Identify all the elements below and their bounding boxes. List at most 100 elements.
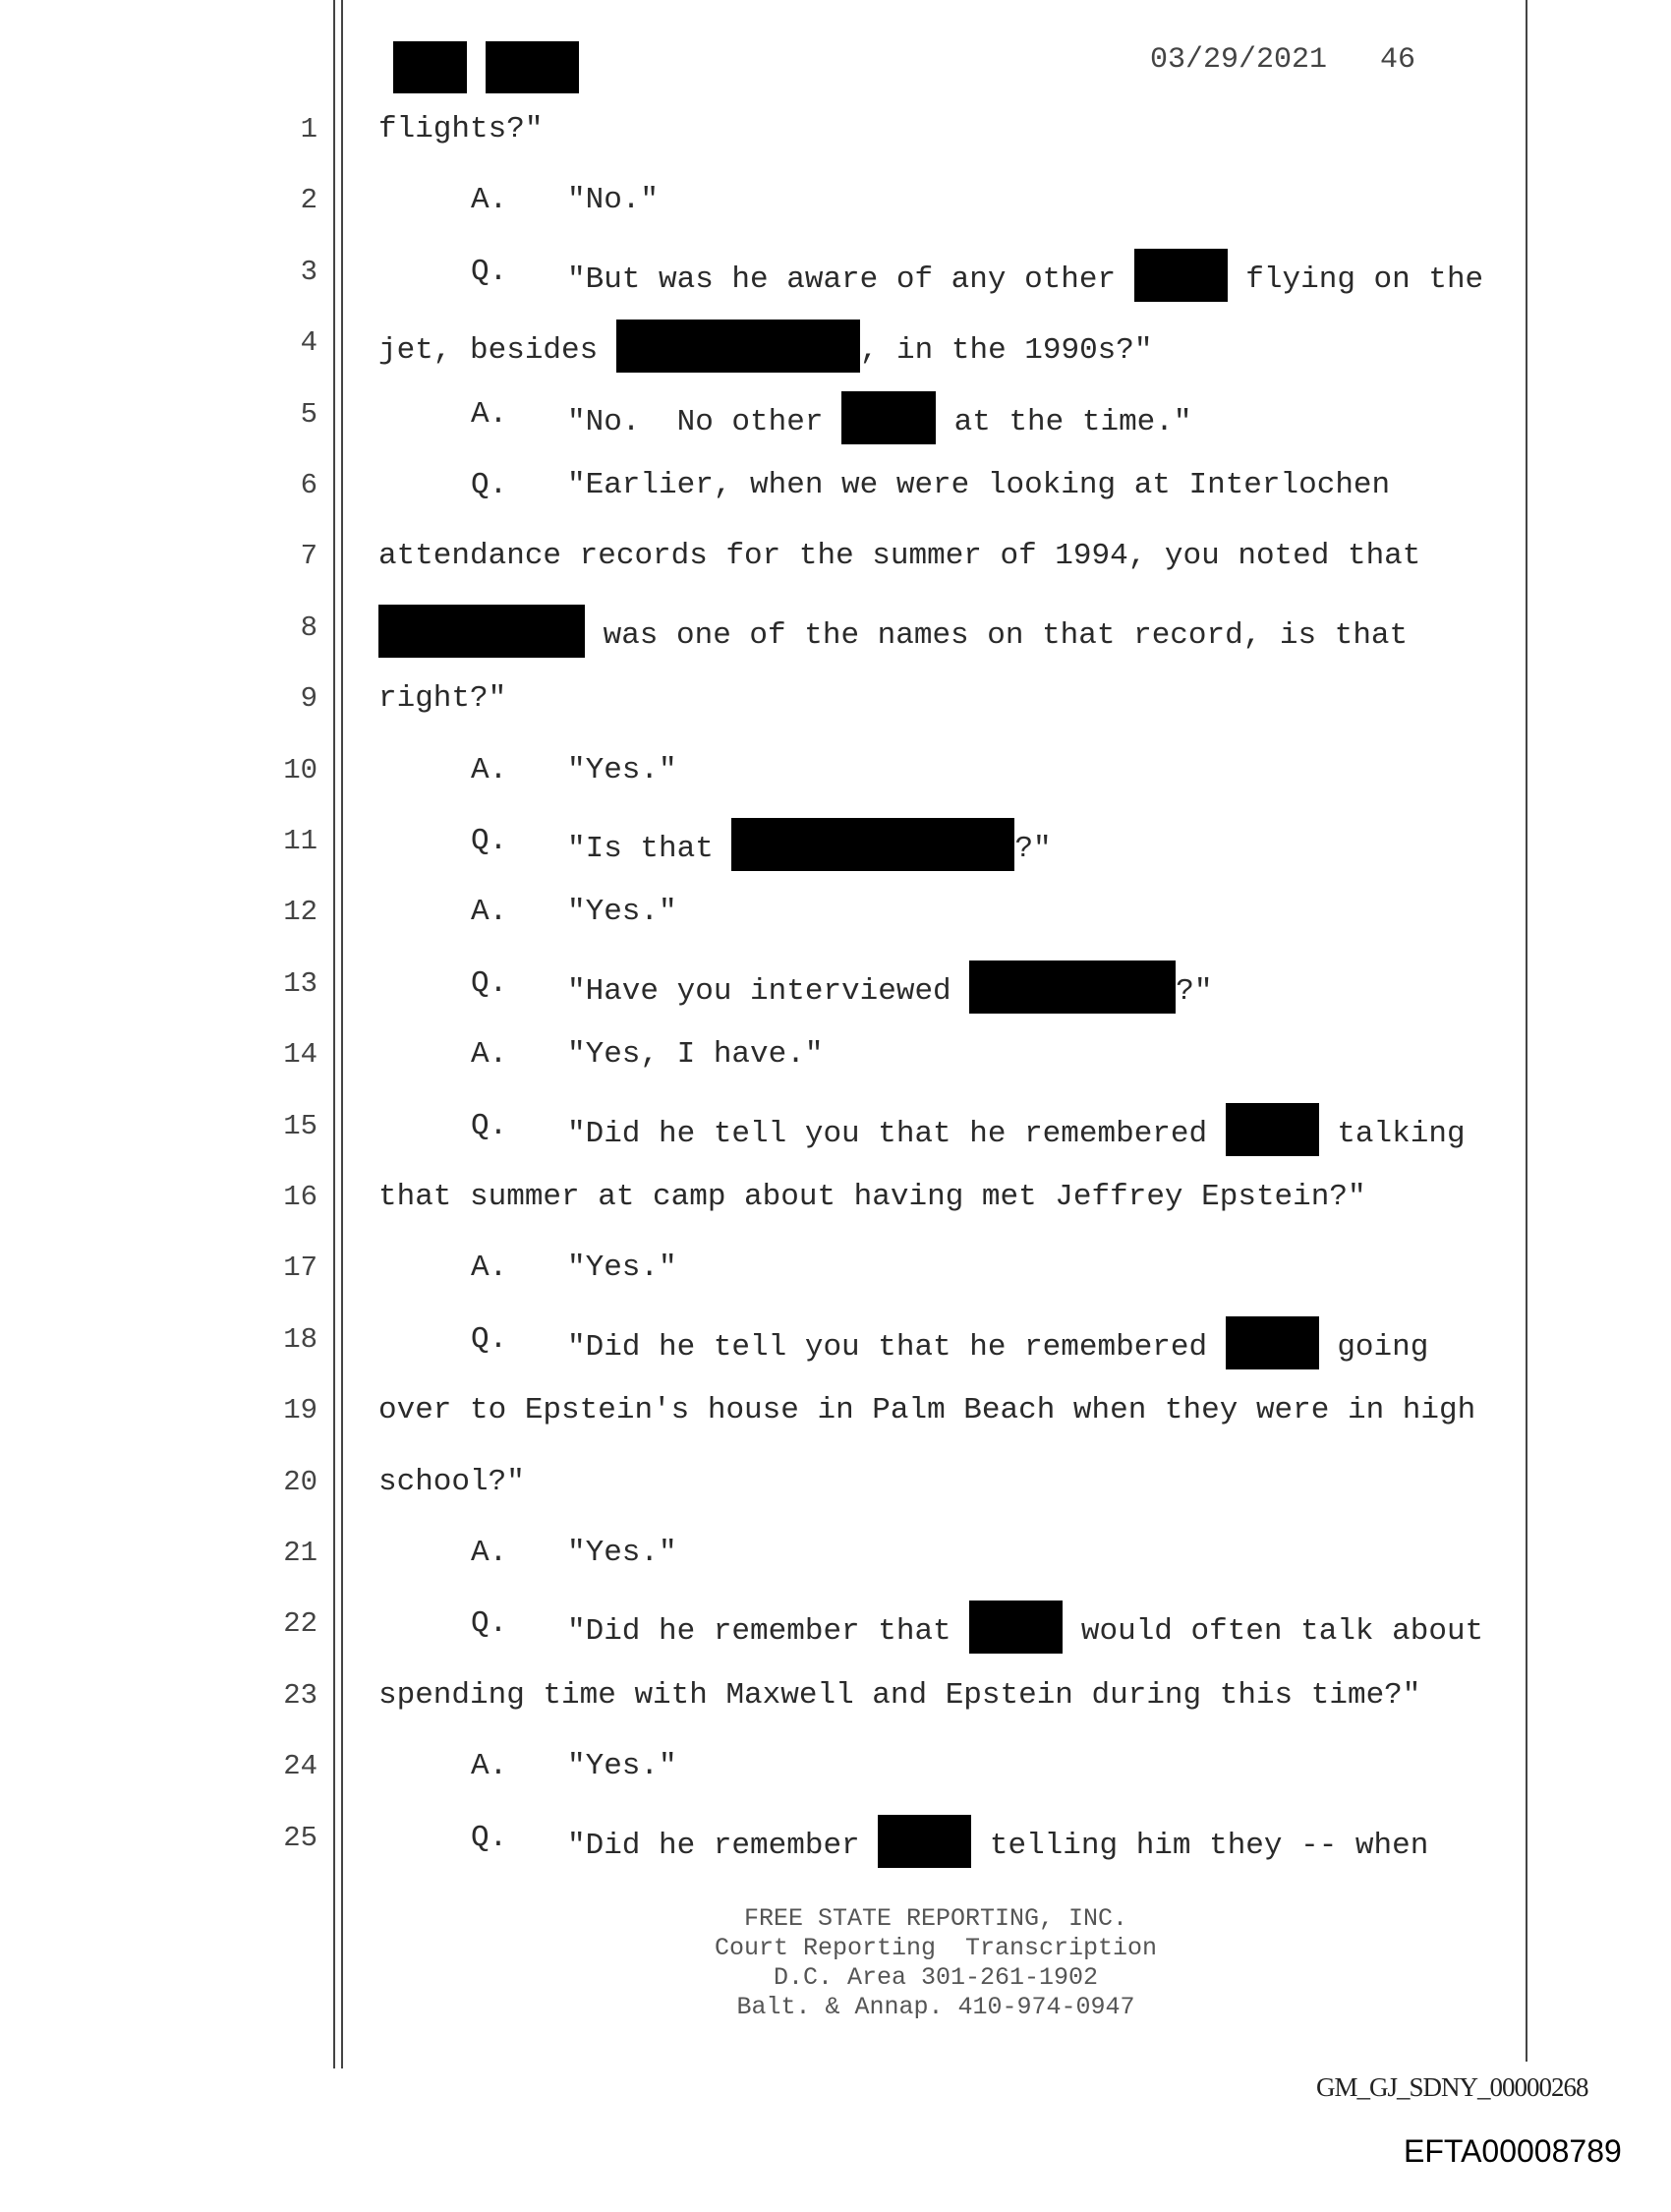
line-number: 25 bbox=[283, 1821, 317, 1854]
line-text: "Yes." bbox=[567, 1251, 677, 1286]
answer-label: A. bbox=[471, 183, 508, 218]
header-redaction-1 bbox=[393, 41, 467, 93]
transcript-line: over to Epstein's house in Palm Beach wh… bbox=[378, 1391, 1475, 1430]
line-text: talking bbox=[1318, 1116, 1466, 1151]
line-number: 6 bbox=[300, 469, 317, 501]
line-text: spending time with Maxwell and Epstein d… bbox=[378, 1677, 1421, 1713]
line-number: 13 bbox=[283, 966, 317, 1000]
line-text: that summer at camp about having met Jef… bbox=[378, 1180, 1366, 1214]
redaction-box bbox=[1133, 248, 1228, 302]
line-text: "Yes." bbox=[567, 1749, 677, 1784]
question-label: Q. bbox=[471, 254, 508, 289]
line-text: "Yes." bbox=[567, 752, 677, 787]
transcript-line: that summer at camp about having met Jef… bbox=[378, 1178, 1366, 1217]
redaction-box bbox=[969, 1601, 1064, 1655]
line-text: ?" bbox=[1014, 832, 1052, 867]
transcript-line: "No. No other at the time." bbox=[567, 390, 1192, 448]
line-number: 10 bbox=[283, 753, 317, 786]
line-text: "Did he tell you that he remembered bbox=[567, 1116, 1226, 1151]
transcript-line: jet, besides , in the 1990s?" bbox=[378, 320, 1153, 377]
line-text: would often talk about bbox=[1063, 1614, 1484, 1650]
question-label: Q. bbox=[471, 1108, 508, 1143]
transcript-line: "Yes." bbox=[567, 751, 677, 790]
line-text: attendance records for the summer of 199… bbox=[378, 539, 1421, 574]
line-text: over to Epstein's house in Palm Beach wh… bbox=[378, 1393, 1476, 1428]
answer-label: A. bbox=[471, 1536, 508, 1570]
line-text: ?" bbox=[1176, 973, 1213, 1009]
line-text: "Earlier, when we were looking at Interl… bbox=[567, 468, 1391, 502]
transcript-line: school?" bbox=[378, 1463, 525, 1502]
line-text: "Did he tell you that he remembered bbox=[567, 1329, 1226, 1365]
left-margin-rule-inner bbox=[341, 0, 343, 2068]
question-label: Q. bbox=[471, 1321, 508, 1357]
transcript-line: flights?" bbox=[378, 110, 543, 149]
transcript-line: "Yes." bbox=[567, 1534, 677, 1573]
line-number: 3 bbox=[300, 255, 317, 288]
line-text: "Did he remember bbox=[567, 1828, 879, 1863]
redaction-box bbox=[841, 390, 937, 444]
line-number: 16 bbox=[283, 1181, 317, 1213]
line-number: 21 bbox=[283, 1537, 317, 1569]
line-number: 18 bbox=[283, 1322, 317, 1356]
line-text: "No. No other bbox=[567, 404, 842, 439]
efta-number: EFTA00008789 bbox=[1404, 2133, 1622, 2169]
line-number: 7 bbox=[300, 540, 317, 573]
transcript-line: "Yes." bbox=[567, 1249, 677, 1288]
footer-company: FREE STATE REPORTING, INC. bbox=[743, 1904, 1128, 1933]
line-number: 5 bbox=[300, 397, 317, 431]
redaction-box bbox=[1225, 1102, 1319, 1156]
line-text: school?" bbox=[378, 1464, 525, 1499]
page-number: 46 bbox=[1380, 43, 1416, 77]
line-number: 23 bbox=[283, 1678, 317, 1712]
line-number: 1 bbox=[300, 113, 317, 146]
header-date: 03/29/2021 bbox=[1150, 43, 1328, 77]
line-text: "Yes, I have." bbox=[567, 1037, 824, 1073]
answer-label: A. bbox=[471, 752, 508, 787]
line-number: 22 bbox=[283, 1607, 317, 1641]
question-label: Q. bbox=[471, 824, 508, 858]
line-number: 8 bbox=[300, 611, 317, 644]
line-number: 24 bbox=[283, 1750, 317, 1783]
right-margin-rule bbox=[1526, 0, 1527, 2062]
left-margin-rule-outer bbox=[333, 0, 335, 2068]
answer-label: A. bbox=[471, 1037, 508, 1073]
transcript-line: right?" bbox=[378, 679, 506, 719]
redaction-box bbox=[969, 960, 1177, 1014]
question-label: Q. bbox=[471, 965, 508, 1001]
line-text: "Is that bbox=[567, 832, 732, 867]
line-text: "But was he aware of any other bbox=[567, 262, 1134, 297]
line-text: "No." bbox=[567, 183, 660, 218]
transcript-line: "Yes." bbox=[567, 1747, 677, 1786]
question-label: Q. bbox=[471, 1820, 508, 1855]
bates-number: GM_GJ_SDNY_00000268 bbox=[1316, 2072, 1589, 2102]
line-text: "Did he remember that bbox=[567, 1614, 970, 1650]
footer-services: Court Reporting Transcription bbox=[714, 1934, 1158, 1962]
line-text: jet, besides bbox=[378, 333, 616, 369]
line-number: 20 bbox=[283, 1465, 317, 1498]
transcript-line: spending time with Maxwell and Epstein d… bbox=[378, 1676, 1420, 1716]
answer-label: A. bbox=[471, 1749, 508, 1784]
line-text: "Yes." bbox=[567, 895, 677, 930]
transcript-line: "No." bbox=[567, 181, 659, 220]
transcript-line: "But was he aware of any other flying on… bbox=[567, 248, 1483, 306]
header-redaction-2 bbox=[486, 41, 579, 93]
question-label: Q. bbox=[471, 1606, 508, 1642]
line-text: , in the 1990s?" bbox=[859, 333, 1153, 369]
transcript-line: "Have you interviewed ?" bbox=[567, 960, 1213, 1018]
header-date-page: 03/29/2021 46 bbox=[1150, 43, 1415, 77]
line-text: going bbox=[1318, 1329, 1429, 1365]
line-number: 19 bbox=[283, 1394, 317, 1427]
redaction-box bbox=[878, 1814, 972, 1868]
transcript-line: "Did he tell you that he remembered talk… bbox=[567, 1102, 1466, 1160]
line-text: telling him they -- when bbox=[971, 1828, 1429, 1863]
line-text: right?" bbox=[378, 681, 507, 717]
transcript-line: "Did he remember telling him they -- whe… bbox=[567, 1814, 1429, 1872]
line-number: 12 bbox=[283, 896, 317, 929]
transcript-line: "Yes." bbox=[567, 893, 677, 932]
line-number: 4 bbox=[300, 326, 317, 360]
transcript-line: "Yes, I have." bbox=[567, 1035, 823, 1075]
line-text: "Have you interviewed bbox=[567, 973, 970, 1009]
line-number: 2 bbox=[300, 184, 317, 217]
transcript-line: was one of the names on that record, is … bbox=[378, 604, 1408, 662]
answer-label: A. bbox=[471, 895, 508, 930]
